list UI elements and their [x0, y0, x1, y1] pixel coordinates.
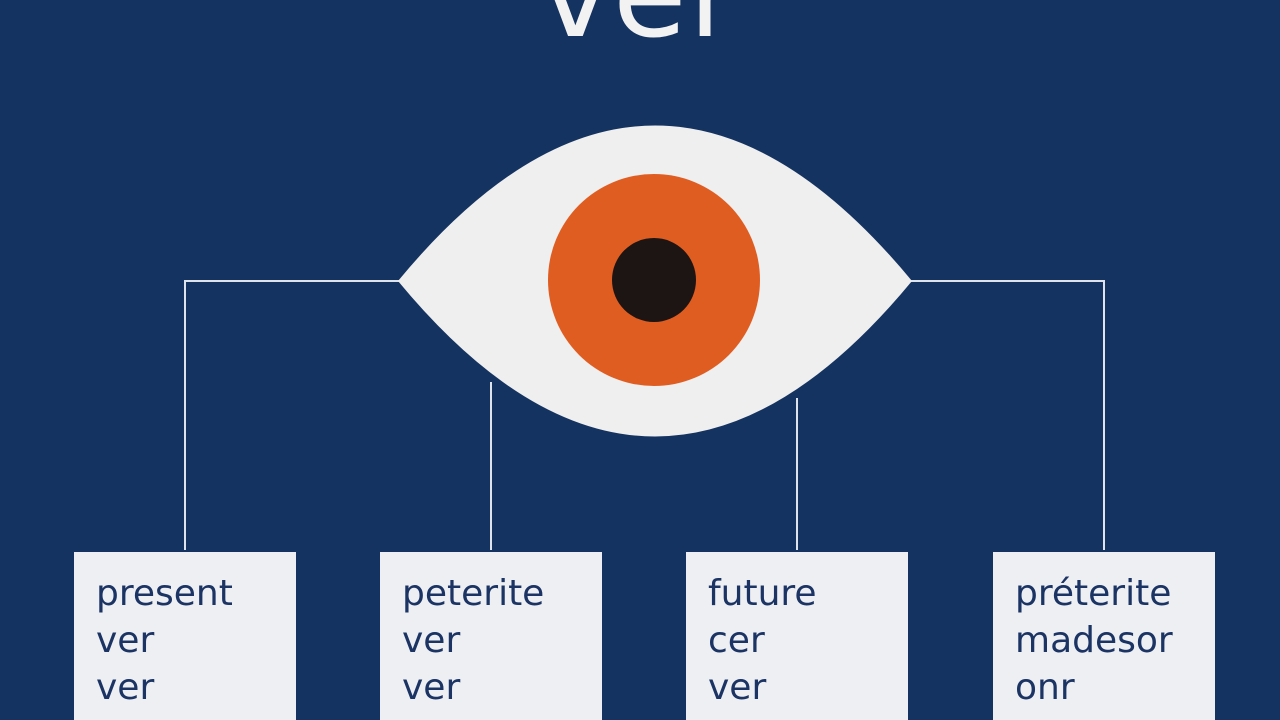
card-preterite: préterite madesor onr: [993, 552, 1215, 720]
card-future: future cer ver: [686, 552, 908, 720]
card-line: peterite: [402, 573, 545, 614]
card-line: onr: [1015, 667, 1075, 708]
card-line: ver: [708, 667, 767, 708]
card-line: ver: [96, 667, 155, 708]
diagram-title: ver: [0, 0, 1280, 56]
card-present: present ver ver: [74, 552, 296, 720]
connector-line-preterite: [910, 280, 1105, 550]
card-line: ver: [402, 620, 461, 661]
card-peterite: peterite ver ver: [380, 552, 602, 720]
card-line: madesor: [1015, 620, 1173, 661]
card-line: present: [96, 573, 233, 614]
card-line: future: [708, 573, 817, 614]
connector-line-present: [184, 280, 400, 550]
card-line: ver: [402, 667, 461, 708]
card-line: ver: [96, 620, 155, 661]
card-line: préterite: [1015, 573, 1172, 614]
card-line: cer: [708, 620, 765, 661]
eye-pupil-circle: [612, 238, 696, 322]
